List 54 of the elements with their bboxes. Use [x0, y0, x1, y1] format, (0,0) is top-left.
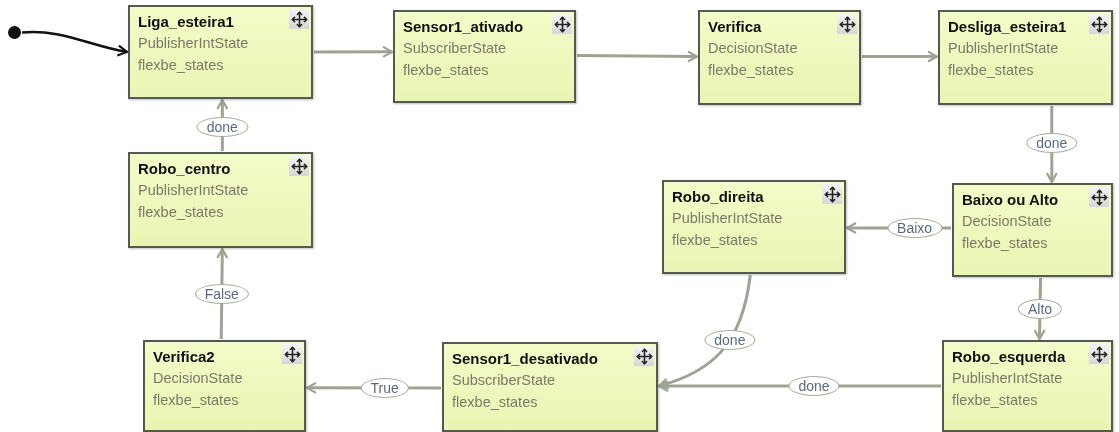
- edge-label: False: [194, 284, 249, 304]
- state-class: DecisionState: [708, 39, 799, 58]
- state-name: Sensor1_ativado: [403, 17, 525, 37]
- state-name: Robo_direita: [672, 187, 765, 207]
- transition-arrow: [657, 274, 752, 390]
- state-class: PublisherIntState: [138, 181, 250, 200]
- state-name: Robo_centro: [138, 159, 232, 179]
- state-box: [128, 5, 313, 99]
- state-box: [662, 180, 846, 274]
- state-name: Desliga_esteira1: [948, 17, 1068, 37]
- state-box: [698, 10, 861, 105]
- edge-label: done: [704, 330, 756, 351]
- state-package: flexbe_states: [138, 56, 225, 75]
- state-name: Liga_esteira1: [138, 12, 235, 32]
- state-name: Robo_esquerda: [952, 347, 1067, 367]
- edge-label: done: [196, 117, 248, 137]
- state-box: [442, 342, 658, 432]
- state-name: Verifica: [708, 17, 763, 37]
- edge-label: Baixo: [887, 218, 943, 239]
- transition-arrow: [21, 30, 129, 57]
- state-box: [143, 340, 306, 432]
- state-package: flexbe_states: [153, 391, 240, 410]
- edge-label: done: [1026, 133, 1078, 154]
- state-package: flexbe_states: [962, 234, 1049, 253]
- state-box: [128, 152, 313, 248]
- state-package: flexbe_states: [403, 61, 490, 80]
- state-class: PublisherIntState: [948, 39, 1060, 58]
- transition-arrow: [314, 45, 394, 58]
- state-class: DecisionState: [962, 212, 1053, 231]
- state-name: Baixo ou Alto: [962, 190, 1060, 210]
- state-box: [952, 183, 1113, 277]
- state-package: flexbe_states: [452, 393, 539, 412]
- transition-arrow: [862, 50, 939, 63]
- state-class: SubscriberState: [403, 39, 508, 58]
- state-package: flexbe_states: [138, 203, 225, 222]
- edge-label: True: [360, 377, 409, 398]
- state-class: DecisionState: [153, 369, 244, 388]
- state-box: [393, 10, 576, 103]
- state-box: [942, 340, 1113, 432]
- state-class: PublisherIntState: [672, 209, 784, 228]
- edge-label: done: [788, 376, 840, 397]
- state-box: [938, 10, 1113, 105]
- state-class: PublisherIntState: [952, 369, 1064, 388]
- state-name: Sensor1_desativado: [452, 349, 599, 369]
- state-name: Verifica2: [153, 347, 216, 367]
- initial-state-dot: [8, 26, 21, 39]
- transition-arrow: [577, 50, 699, 63]
- state-package: flexbe_states: [708, 61, 795, 80]
- state-package: flexbe_states: [948, 61, 1035, 80]
- state-class: SubscriberState: [452, 371, 557, 390]
- edge-label: Alto: [1017, 298, 1063, 319]
- state-class: PublisherIntState: [138, 34, 250, 53]
- state-package: flexbe_states: [952, 391, 1039, 410]
- state-package: flexbe_states: [672, 231, 759, 250]
